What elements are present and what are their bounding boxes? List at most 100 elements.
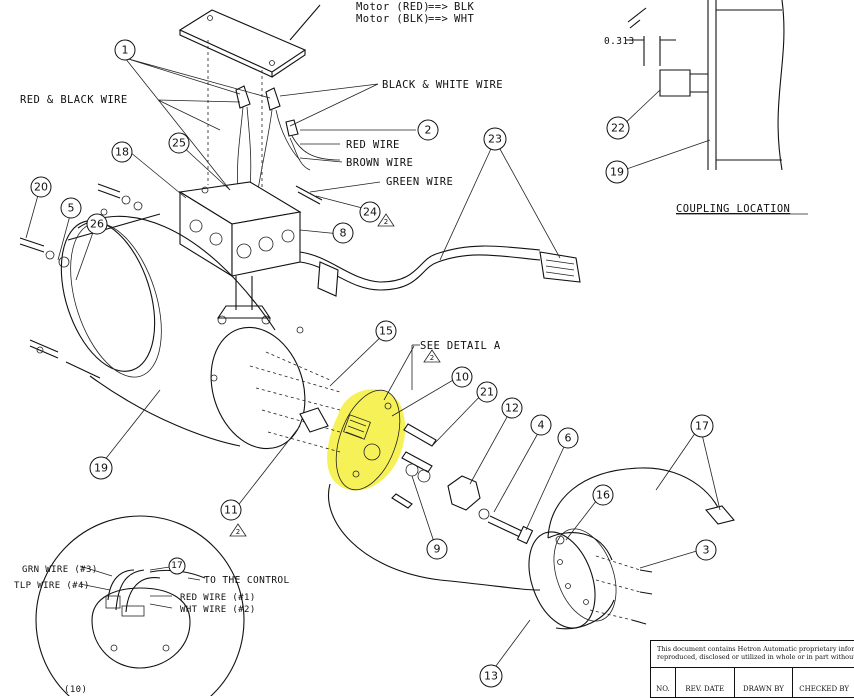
callout-8-text: 8: [340, 227, 347, 240]
triangle-label-11: 2: [236, 528, 240, 536]
screws-left: [19, 183, 143, 268]
callout-22-text: 22: [611, 122, 625, 135]
callout-25: [168, 132, 190, 154]
callout-18: [111, 141, 133, 163]
callout-5: [60, 197, 82, 219]
black-white-wire-label: BLACK & WHITE WIRE: [382, 79, 503, 91]
callout-5-text: 5: [68, 202, 75, 215]
arrow-red: ==>: [428, 1, 448, 13]
small-parts: [299, 407, 534, 545]
see-detail-a-label: SEE DETAIL A: [420, 340, 501, 352]
callout-11: [220, 499, 242, 521]
callout-9: [426, 538, 448, 560]
proprietary-notice: This document contains Hetron Automatic …: [651, 641, 854, 667]
col-checked-by: CHECKED BY: [799, 685, 850, 693]
motor-red-label: Motor (RED): [356, 1, 430, 13]
callout-1: [114, 39, 136, 61]
callout-19-coupling-text: 19: [610, 166, 624, 179]
callout-17: [690, 414, 714, 438]
callout-25-text: 25: [172, 137, 186, 150]
callout-22: [606, 116, 630, 140]
detail-ref-label: (10): [64, 685, 87, 695]
callout-4-text: 4: [538, 419, 545, 432]
title-block: This document contains Hetron Automatic …: [650, 640, 854, 698]
blk-label: BLK: [454, 1, 474, 13]
callout-13-text: 13: [484, 670, 498, 683]
brake-assembly: [335, 389, 401, 491]
red-black-wire-label: RED & BLACK WIRE: [20, 94, 128, 106]
notice-line-2: reproduced, disclosed or utilized in who…: [657, 653, 854, 661]
callout-17-detail-text: 17: [171, 561, 182, 571]
callout-26: [86, 213, 108, 235]
callout-24-text: 24: [363, 206, 377, 219]
callout-17-text: 17: [695, 420, 709, 433]
callout-26-text: 26: [90, 218, 104, 231]
callout-19-motor-text: 19: [94, 462, 108, 475]
callout-20: [30, 176, 52, 198]
brake-cover: [328, 467, 735, 630]
callout-3: [695, 539, 717, 561]
callout-6-text: 6: [565, 432, 572, 445]
dimension-label: 0.313: [604, 36, 635, 47]
triangle-label-detail: 2: [430, 354, 434, 362]
red-wire-detail-label: RED WIRE (#1): [180, 593, 256, 603]
motor-housing: [29, 213, 341, 453]
callout-23-text: 23: [488, 133, 502, 146]
revision-triangles: [229, 213, 441, 537]
callout-2-text: 2: [425, 124, 432, 137]
callout-12-text: 12: [505, 402, 519, 415]
callout-10-text: 10: [455, 371, 469, 384]
junction-box: [178, 181, 302, 325]
col-drawn-by: DRAWN BY: [735, 668, 794, 697]
callout-19-motor: [89, 456, 113, 480]
brown-wire-label: BROWN WIRE: [346, 157, 413, 169]
callout-2: [417, 119, 439, 141]
motor-blk-label: Motor (BLK): [356, 13, 430, 25]
callout-10: [451, 366, 473, 388]
callout-11-text: 11: [224, 504, 238, 517]
triangle-label-24: 2: [384, 218, 388, 226]
notice-line-1: This document contains Hetron Automatic …: [657, 645, 854, 653]
callout-15-text: 15: [379, 325, 393, 338]
callout-circles: [30, 39, 717, 688]
callout-1-text: 1: [122, 44, 129, 57]
callout-21: [476, 381, 498, 403]
callout-9-text: 9: [434, 543, 441, 556]
col-rev-date: REV. DATE: [676, 668, 735, 697]
red-wire-label: RED WIRE: [346, 139, 400, 151]
callout-17-detail: [168, 557, 186, 575]
wire-nuts: [235, 85, 341, 191]
cover-plate: [178, 4, 321, 210]
wht-wire-detail-label: WHT WIRE (#2): [180, 605, 256, 615]
ground-screw: [295, 185, 323, 205]
coupling-detail: [626, 0, 785, 171]
callout-23: [483, 127, 507, 151]
callout-4: [530, 414, 552, 436]
callout-20-text: 20: [34, 181, 48, 194]
green-wire-label: GREEN WIRE: [386, 176, 453, 188]
callout-24: [359, 201, 381, 223]
to-the-control-label: TO THE CONTROL: [204, 575, 290, 586]
callout-numbers: 1 2 18 25 23 20 5 26 24 8 15 10 21 12 4 …: [34, 44, 710, 683]
callout-16-text: 16: [596, 489, 610, 502]
grn-wire-label: GRN WIRE (#3): [22, 565, 98, 575]
arrow-blk: ==>: [428, 13, 448, 25]
callout-19-coupling: [605, 160, 629, 184]
callout-8: [332, 222, 354, 244]
highlight-detail-a: [327, 389, 406, 491]
callout-12: [501, 397, 523, 419]
power-cable: [299, 245, 581, 297]
leader-lines: [25, 57, 721, 675]
callout-21-text: 21: [480, 386, 494, 399]
coupling-location-label: COUPLING LOCATION: [676, 203, 790, 215]
callout-13: [479, 664, 503, 688]
tlp-wire-label: TLP WIRE (#4): [14, 581, 90, 591]
callout-6: [557, 427, 579, 449]
callout-18-text: 18: [115, 146, 129, 159]
callout-3-text: 3: [703, 544, 710, 557]
callout-16: [592, 484, 614, 506]
wht-label: WHT: [454, 13, 474, 25]
callout-15: [375, 320, 397, 342]
revision-table-header: NO. REV. DATE DRAWN BY CHECKED BY: [651, 667, 854, 697]
